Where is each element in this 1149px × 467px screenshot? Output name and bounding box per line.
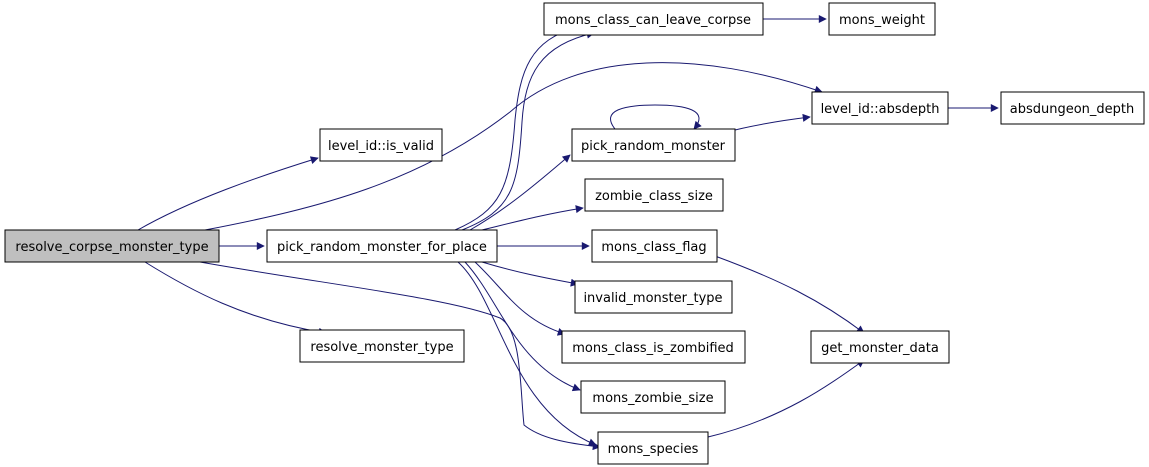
node-mons-class-can-leave-corpse[interactable]: mons_class_can_leave_corpse bbox=[543, 2, 764, 36]
node-pick-random-monster[interactable]: pick_random_monster bbox=[571, 128, 736, 162]
node-label: resolve_corpse_monster_type bbox=[15, 240, 208, 255]
node-label: mons_class_can_leave_corpse bbox=[555, 13, 751, 28]
node-absdungeon-depth[interactable]: absdungeon_depth bbox=[1000, 91, 1145, 125]
node-invalid-monster-type[interactable]: invalid_monster_type bbox=[574, 280, 733, 314]
node-pick-random-monster-for-place[interactable]: pick_random_monster_for_place bbox=[266, 229, 498, 263]
node-label: mons_zombie_size bbox=[592, 391, 713, 406]
node-label: invalid_monster_type bbox=[583, 291, 722, 306]
edge-pick-for-place-to-can-leave-corpse-2 bbox=[461, 30, 595, 231]
node-label: pick_random_monster bbox=[581, 139, 726, 154]
edge-pick-for-place-to-is-zombified bbox=[474, 261, 566, 336]
edge-mons-species-to-get-monster-data bbox=[707, 359, 865, 438]
edge-pick-for-place-to-invalid-monster-type bbox=[481, 261, 579, 287]
node-label: pick_random_monster_for_place bbox=[277, 240, 487, 255]
node-level-id-is-valid[interactable]: level_id::is_valid bbox=[319, 128, 443, 162]
node-label: mons_class_is_zombified bbox=[572, 341, 734, 356]
node-label: mons_class_flag bbox=[601, 240, 706, 255]
edge-mons-class-flag-to-get-monster-data bbox=[714, 255, 865, 334]
node-mons-class-is-zombified[interactable]: mons_class_is_zombified bbox=[561, 330, 746, 364]
node-mons-class-flag[interactable]: mons_class_flag bbox=[591, 229, 718, 263]
node-mons-weight[interactable]: mons_weight bbox=[828, 2, 936, 36]
edge-pick-for-place-to-can-leave-corpse-1 bbox=[454, 25, 579, 231]
edge-pick-for-place-to-mons-species bbox=[457, 261, 597, 446]
node-resolve-corpse-monster-type[interactable]: resolve_corpse_monster_type bbox=[4, 229, 220, 263]
node-label: get_monster_data bbox=[821, 341, 939, 356]
node-label: resolve_monster_type bbox=[310, 340, 453, 355]
node-label: absdungeon_depth bbox=[1010, 102, 1135, 117]
node-level-id-absdepth[interactable]: level_id::absdepth bbox=[811, 91, 949, 125]
node-label: mons_species bbox=[608, 442, 699, 457]
edge-resolve-corpse-to-is-valid bbox=[137, 156, 319, 231]
node-get-monster-data[interactable]: get_monster_data bbox=[810, 330, 950, 364]
edge-resolve-corpse-to-absdepth bbox=[204, 62, 823, 231]
node-mons-zombie-size[interactable]: mons_zombie_size bbox=[580, 380, 726, 414]
edge-pick-random-monster-self bbox=[610, 104, 702, 130]
node-label: mons_weight bbox=[839, 13, 925, 28]
edge-pick-for-place-to-zombie-size bbox=[464, 261, 581, 392]
edge-pick-for-place-to-pick-random-monster bbox=[469, 154, 571, 231]
node-label: level_id::is_valid bbox=[328, 139, 434, 154]
node-zombie-class-size[interactable]: zombie_class_size bbox=[584, 178, 724, 212]
node-label: level_id::absdepth bbox=[821, 102, 940, 117]
node-resolve-monster-type[interactable]: resolve_monster_type bbox=[299, 329, 465, 363]
node-mons-species[interactable]: mons_species bbox=[597, 431, 709, 465]
edge-resolve-corpse-to-resolve-monster-type bbox=[144, 261, 327, 336]
edge-pick-for-place-to-zombie-class-size bbox=[481, 205, 584, 231]
node-label: zombie_class_size bbox=[595, 189, 713, 204]
edge-pick-random-monster-to-absdepth bbox=[734, 113, 811, 131]
